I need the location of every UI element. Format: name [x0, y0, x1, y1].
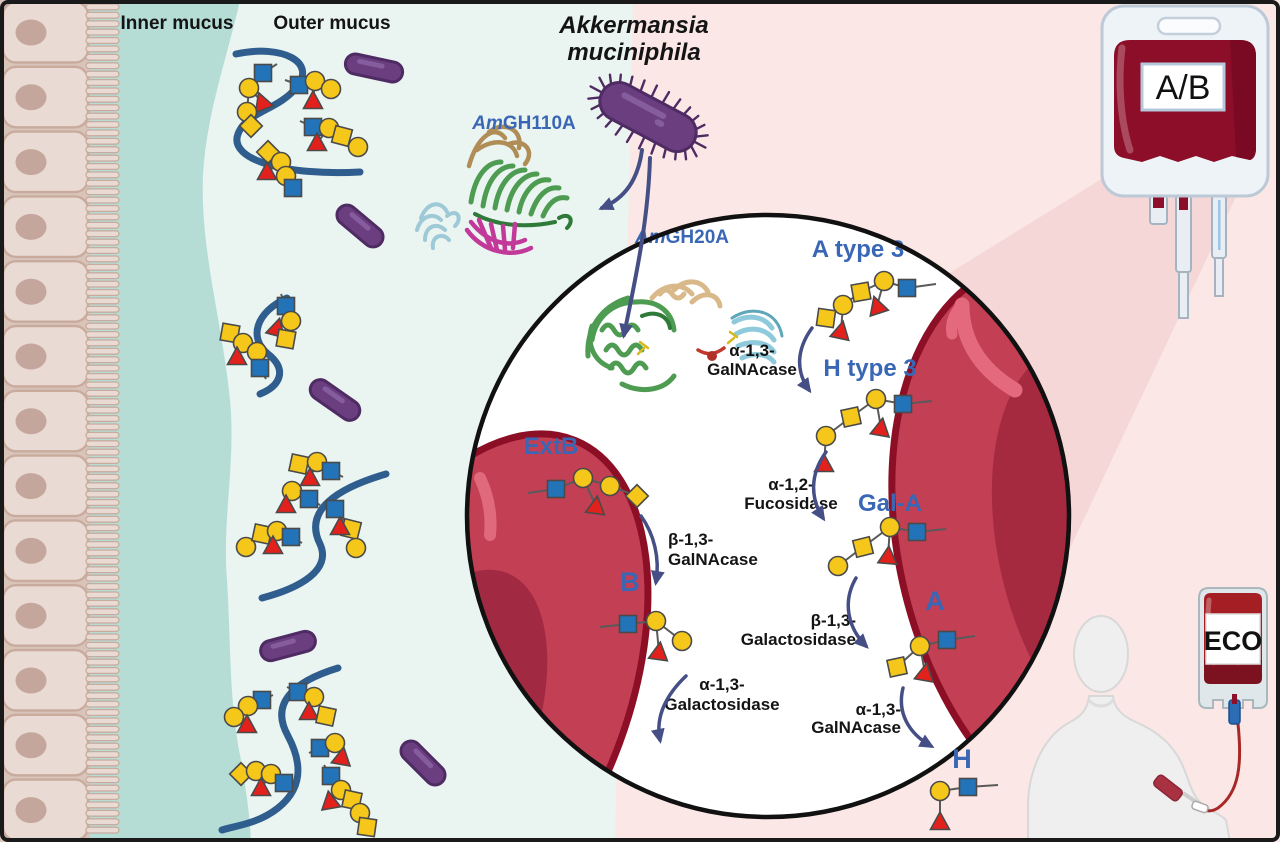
glycan-extb [527, 467, 650, 516]
h-antigen-group: H [929, 744, 999, 831]
brush-border-microvilli [85, 3, 120, 834]
gut-bacteria [259, 52, 447, 787]
glycan-a-type3 [815, 270, 937, 342]
h-label: H [952, 744, 972, 774]
eco-label-box [1205, 613, 1261, 665]
gh110a-label: AmGH110A [471, 113, 576, 134]
species-title-line2: muciniphila [567, 39, 700, 66]
bacterium-rod [259, 629, 317, 663]
antigen-glycans [527, 270, 976, 684]
enzyme-step3-line2: Galactosidase [741, 630, 856, 649]
epithelial-cells [1, 0, 90, 842]
bag-hanger-slot [1156, 16, 1222, 36]
enzyme-step3-line1: β-1,3- [811, 611, 856, 630]
h-type3-label: H type 3 [823, 355, 916, 382]
inner-mucus-region [86, 0, 251, 842]
arrow-a-to-h [899, 686, 935, 748]
bag-ab-label: A/B [1156, 69, 1211, 107]
enzyme-b-line1: α-1,3- [699, 675, 744, 694]
glycan-h [929, 777, 999, 831]
a-label: A [925, 586, 945, 616]
b-label: B [620, 567, 640, 597]
enzyme-step4-line2: GalNAcase [811, 718, 901, 737]
arrow-b-to-h [650, 674, 688, 744]
enzyme-step1-line1: α-1,3- [729, 341, 774, 360]
intestinal-epithelium [0, 0, 120, 842]
reaction-arrows [598, 148, 935, 748]
bag-tube-tip2 [1214, 257, 1224, 297]
mucin-strand-3 [258, 470, 390, 602]
enzyme-step2-line1: α-1,2- [768, 475, 813, 494]
species-title-line1: Akkermansia [558, 12, 708, 39]
arm-cuff [1153, 774, 1183, 802]
outer-mucus-label: Outer mucus [273, 13, 390, 34]
magnification-beam [935, 178, 1242, 578]
glycan-a [885, 630, 976, 684]
arrow-extb-to-b [639, 514, 665, 586]
bag-label-box [1140, 62, 1226, 112]
tube-connector [1191, 800, 1209, 814]
inner-mucus-label: Inner mucus [121, 13, 234, 34]
bacterium-rod [343, 52, 405, 84]
enzyme-labels: α-1,3- GalNAcase α-1,2- Fucosidase β-1,3… [664, 341, 901, 737]
glycan-b [599, 610, 693, 662]
enzyme-step4-line1: α-1,3- [856, 700, 901, 719]
akkermansia-bacterium [587, 73, 709, 161]
mucin-glycans [219, 63, 378, 838]
patient-silhouette [1027, 615, 1232, 842]
bacterium-rod [308, 378, 362, 422]
arrow-bacterium-to-gh110a [598, 148, 644, 211]
transfusion-scene: ECO [1027, 587, 1268, 842]
enzyme-extb-line2: GalNAcase [668, 550, 758, 569]
arrow-htype3-to-gala [811, 450, 828, 522]
enzyme-step1-line2: GalNAcase [707, 360, 797, 379]
glycan-h-type3 [813, 388, 933, 473]
bag-eco-label: ECO [1204, 626, 1263, 656]
protein-ribbon-gh110a [415, 124, 573, 255]
arrow-bacterium-to-gh20a [619, 156, 652, 339]
arrow-atype3-to-htype3 [796, 326, 814, 394]
extb-label: ExtB [524, 433, 579, 460]
blood-bag-eco: ECO [1198, 587, 1268, 725]
blood-bag-ab: A/B [1100, 4, 1270, 319]
circle-outline [464, 212, 1072, 820]
bacterium-rod [335, 203, 385, 249]
enzyme-step2-line2: Fucosidase [744, 494, 838, 513]
arrow-gala-to-a [846, 576, 869, 649]
bag-tube-tip [1178, 271, 1189, 319]
enzyme-b-line2: Galactosidase [664, 695, 779, 714]
glycan-gal-a [827, 516, 947, 577]
gh20a-beta-domain [726, 309, 784, 365]
bacterium-rod [399, 739, 447, 787]
gal-a-label: Gal-A [858, 490, 922, 517]
protein-amgh110a: AmGH110A [415, 113, 576, 255]
mucin-strand-2 [253, 294, 291, 398]
enzyme-extb-line1: β-1,3- [668, 530, 713, 549]
